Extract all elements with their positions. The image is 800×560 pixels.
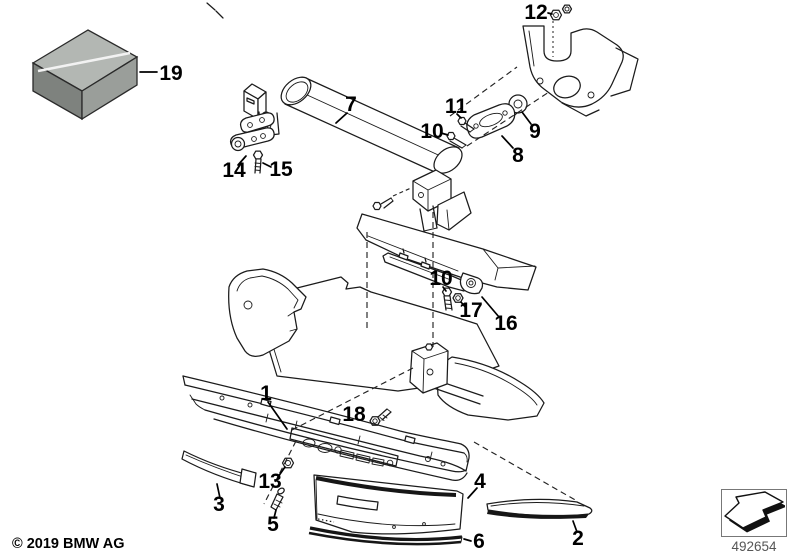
copyright-text: © 2019 BMW AG — [12, 536, 125, 552]
part-number-label: 2 — [572, 527, 584, 550]
part-number-label: 5 — [267, 513, 279, 536]
part-callout-3[interactable]: 3 — [213, 483, 225, 516]
part-number-label: 10 — [429, 267, 452, 290]
part-4-spoiler — [313, 474, 464, 535]
part-callout-10-middle[interactable]: 10 — [429, 267, 453, 292]
part-10-bolt-middle — [441, 287, 453, 311]
part-callout-11[interactable]: 11 — [445, 95, 468, 119]
part-callout-17[interactable]: 17 — [459, 299, 482, 322]
part-callout-10-upper[interactable]: 10 — [420, 120, 449, 143]
part-callout-16[interactable]: 16 — [481, 296, 518, 335]
part-number-label: 3 — [213, 493, 225, 516]
part-number-label: 6 — [473, 530, 485, 553]
part-number-label: 18 — [342, 403, 366, 426]
part-19-kit-box — [31, 29, 139, 121]
part-18-bolt — [369, 408, 392, 426]
edge-tick-marks — [206, 2, 224, 19]
part-6-lower-strip — [308, 526, 463, 546]
part-number-label: 8 — [512, 144, 524, 167]
part-callout-2[interactable]: 2 — [572, 520, 584, 550]
part-number-label: 13 — [258, 470, 281, 493]
mount-screw — [372, 197, 394, 211]
alignment-dashed-lines — [263, 21, 578, 505]
part-1-bumper — [182, 375, 470, 481]
crossmember-right-mount — [412, 169, 472, 232]
part-callout-4[interactable]: 4 — [467, 470, 486, 499]
part-number-label: 10 — [420, 120, 443, 143]
part-number-label: 17 — [459, 299, 482, 322]
part-number-label: 12 — [524, 1, 547, 24]
centre-mount-block — [409, 342, 449, 394]
part-callout-1[interactable]: 1 — [260, 382, 288, 430]
part-number-label: 9 — [529, 120, 541, 143]
arrow-face — [724, 491, 784, 529]
part-10-screw-upper — [446, 131, 467, 149]
part-13-nut — [281, 457, 295, 469]
part-callout-7[interactable]: 7 — [335, 93, 357, 124]
part-callout-8[interactable]: 8 — [501, 135, 524, 167]
part-number-label: 7 — [345, 93, 357, 116]
part-11-screw — [457, 116, 475, 133]
part-number-label: 19 — [159, 62, 182, 85]
part-callout-12[interactable]: 12 — [524, 1, 553, 24]
impact-absorber-beam — [356, 213, 537, 291]
part-14-bracket-plates — [229, 112, 275, 152]
part-number-label: 1 — [260, 382, 272, 405]
direction-of-travel-icon — [721, 489, 787, 537]
carrier-left-wing — [228, 268, 307, 357]
part-number-label: 11 — [445, 95, 468, 118]
part-3-trim-strip — [181, 450, 257, 488]
diagram-number: 492654 — [731, 539, 777, 554]
part-callout-15[interactable]: 15 — [262, 158, 293, 181]
part-12-nuts — [549, 4, 573, 21]
part-7-crossmember-tube — [280, 76, 463, 174]
part-15-screw — [252, 150, 264, 174]
part-number-label: 14 — [222, 159, 246, 182]
part-2-side-piece — [486, 498, 593, 519]
part-number-label: 15 — [269, 158, 293, 181]
part-callout-5[interactable]: 5 — [267, 509, 279, 536]
part-callout-14[interactable]: 14 — [222, 155, 247, 182]
part-callout-6[interactable]: 6 — [463, 530, 485, 553]
part-number-label: 16 — [494, 312, 517, 335]
part-16-rail-bracket — [382, 248, 484, 295]
part-callout-13[interactable]: 13 — [258, 466, 286, 493]
tow-support-bracket — [522, 25, 639, 117]
part-callout-19[interactable]: 19 — [139, 62, 183, 85]
part-number-label: 4 — [474, 470, 486, 493]
direction-arrow-graphic — [724, 491, 785, 533]
part-callout-9[interactable]: 9 — [521, 111, 541, 143]
part-8-mounting-plate — [466, 103, 516, 139]
part-callout-18[interactable]: 18 — [342, 403, 366, 426]
